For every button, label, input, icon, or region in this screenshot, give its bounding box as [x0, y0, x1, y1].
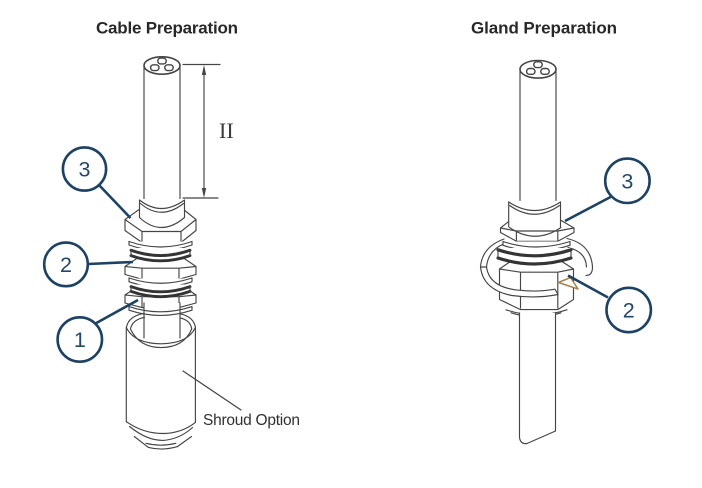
svg-text:3: 3 [621, 169, 633, 193]
svg-text:1: 1 [74, 328, 86, 352]
svg-text:Shroud Option: Shroud Option [203, 412, 300, 429]
svg-text:Gland Preparation: Gland Preparation [471, 19, 617, 38]
svg-text:3: 3 [79, 158, 91, 182]
svg-text:2: 2 [60, 253, 72, 277]
svg-text:2: 2 [623, 299, 635, 323]
svg-text:Cable Preparation: Cable Preparation [96, 19, 238, 38]
svg-text:II: II [219, 118, 234, 143]
